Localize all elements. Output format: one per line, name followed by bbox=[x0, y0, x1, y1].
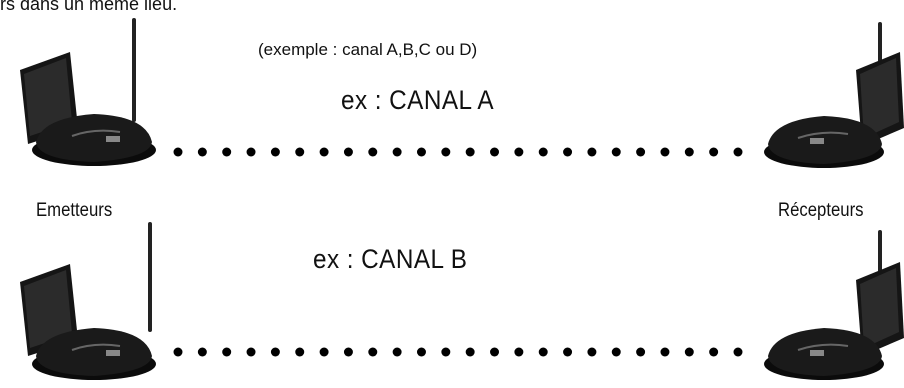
link-dot bbox=[709, 147, 719, 157]
link-dot bbox=[636, 347, 646, 357]
link-dot bbox=[490, 347, 500, 357]
receiver-device-bottom bbox=[764, 230, 904, 380]
link-dot bbox=[733, 347, 743, 357]
emitter-device-top bbox=[20, 18, 156, 166]
link-dot bbox=[514, 147, 524, 157]
link-dots-top bbox=[173, 147, 743, 157]
emitter-device-bottom bbox=[20, 222, 156, 380]
link-dot bbox=[538, 347, 548, 357]
link-dot bbox=[343, 147, 353, 157]
link-dot bbox=[465, 347, 475, 357]
link-dot bbox=[270, 347, 280, 357]
link-dot bbox=[611, 347, 621, 357]
channel-a-label: ex : CANAL A bbox=[341, 85, 495, 115]
link-dot bbox=[368, 347, 378, 357]
link-dot bbox=[343, 347, 353, 357]
link-dot bbox=[246, 347, 256, 357]
link-dot bbox=[538, 147, 548, 157]
emitters-label: Emetteurs bbox=[36, 200, 113, 221]
channel-b-label: ex : CANAL B bbox=[313, 244, 468, 274]
link-dot bbox=[416, 147, 426, 157]
link-dot bbox=[319, 147, 329, 157]
link-dot bbox=[514, 347, 524, 357]
link-dot bbox=[173, 347, 183, 357]
link-dot bbox=[684, 147, 694, 157]
link-dot bbox=[392, 147, 402, 157]
link-dot bbox=[563, 347, 573, 357]
link-dot bbox=[660, 147, 670, 157]
link-dot bbox=[441, 147, 451, 157]
link-dot bbox=[733, 147, 743, 157]
link-dot bbox=[490, 147, 500, 157]
link-dot bbox=[295, 347, 305, 357]
link-dot bbox=[222, 347, 232, 357]
link-dot bbox=[197, 147, 207, 157]
link-dot bbox=[246, 147, 256, 157]
link-dot bbox=[611, 147, 621, 157]
link-dot bbox=[295, 147, 305, 157]
link-dot bbox=[197, 347, 207, 357]
link-dot bbox=[368, 147, 378, 157]
link-dot bbox=[684, 347, 694, 357]
link-dot bbox=[441, 347, 451, 357]
link-dot bbox=[392, 347, 402, 357]
receivers-label: Récepteurs bbox=[778, 200, 864, 221]
link-dot bbox=[465, 147, 475, 157]
link-dot bbox=[636, 147, 646, 157]
link-dot bbox=[563, 147, 573, 157]
link-dot bbox=[270, 147, 280, 157]
intro-text: rs dans un même lieu. bbox=[0, 0, 178, 14]
receiver-device-top bbox=[764, 22, 904, 168]
link-dot bbox=[416, 347, 426, 357]
link-dot bbox=[173, 147, 183, 157]
example-note: (exemple : canal A,B,C ou D) bbox=[258, 40, 478, 59]
link-dot bbox=[222, 147, 232, 157]
link-dot bbox=[319, 347, 329, 357]
link-dot bbox=[660, 347, 670, 357]
link-dot bbox=[587, 147, 597, 157]
link-dot bbox=[587, 347, 597, 357]
link-dot bbox=[709, 347, 719, 357]
link-dots-bottom bbox=[173, 347, 743, 357]
